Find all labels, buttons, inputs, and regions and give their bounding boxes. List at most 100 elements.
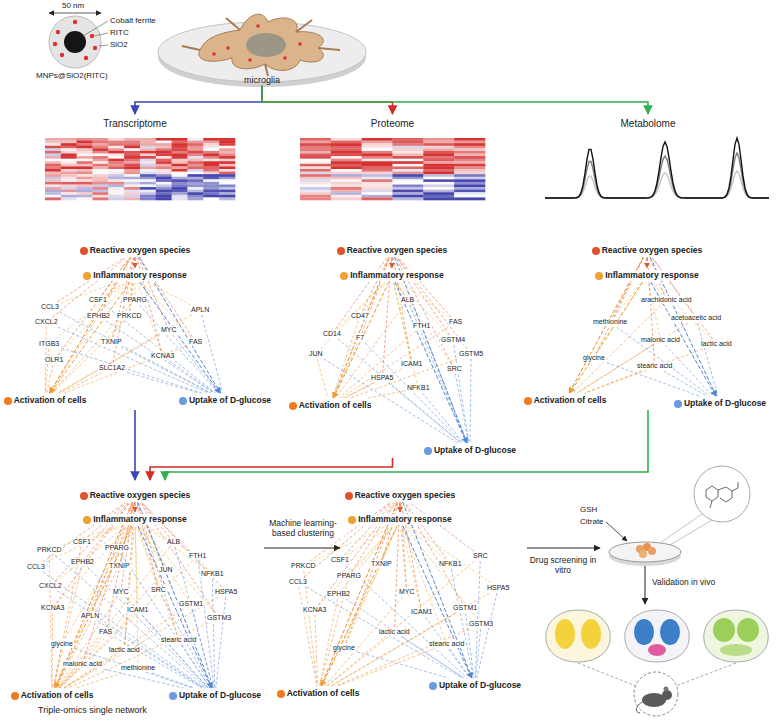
heatmap-cell [219, 164, 235, 167]
network-link [336, 258, 387, 329]
heatmap-cell [124, 172, 140, 175]
network-link [362, 258, 388, 311]
heatmap-cell [156, 141, 172, 144]
node-dot [169, 692, 177, 700]
heatmap-cell [454, 141, 485, 144]
network-link [345, 369, 402, 398]
heatmap-cell [77, 187, 93, 190]
network-member-label: stearic acid [160, 636, 197, 644]
heatmap-cell [124, 192, 140, 195]
heatmap-cell [300, 148, 331, 151]
heatmap-cell [140, 154, 156, 157]
network-link [113, 283, 132, 337]
heatmap-cell [172, 161, 188, 164]
heatmap-cell [454, 161, 485, 164]
heatmap-cell [108, 154, 124, 157]
mouse [676, 663, 736, 686]
node-text: Reactive oxygen species [90, 490, 191, 501]
heatmap-cell [77, 156, 93, 159]
step-label: Validation in vivo [652, 578, 715, 588]
heatmap-cell [140, 164, 156, 167]
heatmap-cell [203, 154, 219, 157]
heatmap-cell [188, 197, 204, 200]
heatmap-cell [454, 172, 485, 175]
microglia-cell [199, 14, 323, 70]
network-member-label: APLN [80, 612, 100, 620]
heatmap-cell [423, 174, 454, 177]
heatmap-cell [45, 159, 61, 162]
heatmap-cell [188, 156, 204, 159]
network-member-label: PRKCD [36, 546, 63, 554]
network-link [58, 315, 192, 393]
heatmap-cell [188, 172, 204, 175]
heatmap-cell [300, 161, 331, 164]
nanoparticle [49, 16, 108, 68]
chromatogram-trace [545, 138, 769, 198]
connector [403, 526, 472, 678]
heatmap-cell [77, 172, 93, 175]
connector [400, 502, 401, 512]
network-link [346, 527, 397, 643]
function-node: Activation of cells [9, 690, 96, 701]
node-text: Inflammatory response [93, 270, 187, 281]
network-link [64, 345, 187, 393]
network-member-label: ALB [166, 538, 181, 546]
heatmap-cell [393, 146, 424, 149]
network-link [59, 575, 162, 688]
heatmap-cell [219, 154, 235, 157]
heatmap-cell [331, 151, 362, 154]
heatmap [45, 138, 235, 200]
microglia-cell [182, 18, 340, 76]
network-link [202, 315, 223, 393]
heatmap-cell [331, 161, 362, 164]
connector [150, 458, 393, 480]
heatmap-cell [362, 187, 393, 190]
network-link [406, 503, 447, 559]
connector [138, 502, 212, 688]
heatmap-cell [188, 179, 204, 182]
network-link [127, 372, 199, 393]
heatmap-cell [454, 151, 485, 154]
heatmap-cell [124, 154, 140, 157]
heatmap-cell [393, 195, 424, 198]
heatmap-cell [61, 151, 77, 154]
network-member-label: FAS [448, 318, 463, 326]
heatmap-cell [124, 187, 140, 190]
heatmap-cell [156, 174, 172, 177]
nanoparticle [53, 42, 57, 46]
network-member-label: arachidonic acid [640, 296, 693, 304]
heatmap-cell [300, 143, 331, 146]
network-member-label: CD47 [350, 312, 370, 320]
network-link [357, 652, 449, 678]
heatmap-cell [188, 148, 204, 151]
heatmap-cell [93, 151, 109, 154]
heatmap-cell [362, 148, 393, 151]
network-link [346, 599, 464, 678]
node-text: Uptake of D-glucose [434, 445, 516, 456]
heatmap-cell [331, 141, 362, 144]
connector [134, 410, 136, 480]
heatmap-cell [219, 166, 235, 169]
heatmap-cell [45, 187, 61, 190]
heatmap-cell [423, 182, 454, 185]
drug-dish [648, 547, 656, 555]
function-node: Activation of cells [522, 395, 609, 406]
function-node: Uptake of D-glucose [177, 395, 273, 406]
function-node: Inflammatory response [346, 514, 454, 525]
heatmap-cell [156, 166, 172, 169]
heatmap-cell [45, 192, 61, 195]
heatmap-cell [454, 169, 485, 172]
heatmap-cell [172, 187, 188, 190]
heatmap-cell [156, 192, 172, 195]
heatmap-cell [454, 166, 485, 169]
function-node: Reactive oxygen species [335, 245, 450, 256]
heatmap-cell [188, 166, 204, 169]
heatmap-cell [77, 138, 93, 141]
network-member-label: SRC [472, 552, 489, 560]
node-text: Uptake of D-glucose [439, 680, 521, 691]
function-node: Reactive oxygen species [343, 490, 458, 501]
heatmap-cell [108, 143, 124, 146]
heatmap-cell [45, 164, 61, 167]
heatmap-cell [393, 138, 424, 141]
heatmap-cell [454, 154, 485, 157]
